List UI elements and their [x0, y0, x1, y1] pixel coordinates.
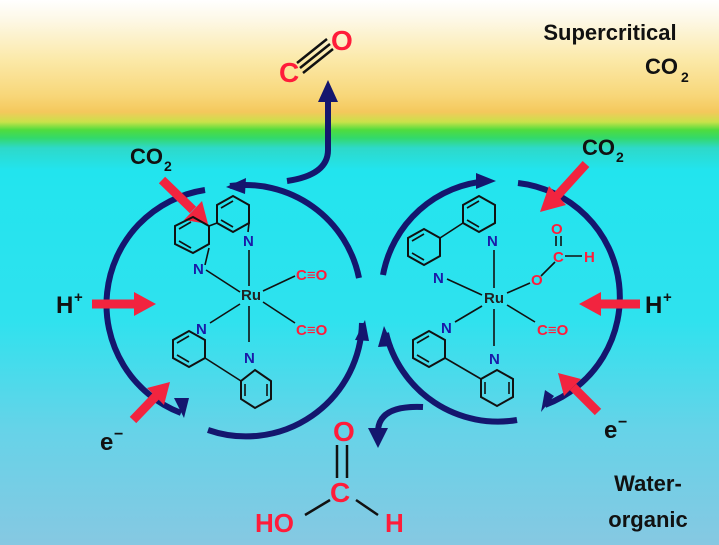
svg-text:C: C: [330, 477, 350, 508]
svg-text:H: H: [385, 508, 404, 538]
phase-label-supercritical: Supercritical: [543, 20, 676, 45]
svg-text:N: N: [244, 350, 255, 367]
svg-text:C≡O: C≡O: [296, 322, 328, 339]
svg-text:O: O: [531, 272, 543, 289]
svg-text:−: −: [114, 426, 123, 443]
svg-text:CO: CO: [130, 144, 163, 169]
formic-release-arrow: [375, 403, 424, 431]
svg-text:N: N: [196, 321, 207, 338]
carbon-monoxide-product: C O: [279, 25, 353, 88]
co2-input-label-left: CO 2: [130, 144, 172, 174]
svg-text:2: 2: [164, 158, 172, 174]
svg-text:CO: CO: [645, 54, 678, 79]
phase-label-organic: organic: [608, 507, 687, 532]
electron-label-right: e −: [604, 414, 627, 444]
svg-text:C: C: [553, 249, 564, 266]
svg-text:N: N: [193, 261, 204, 278]
svg-text:Ru: Ru: [484, 290, 504, 307]
ru-complex-right: N N Ru O C O H C≡O N N: [407, 194, 595, 408]
svg-text:O: O: [551, 221, 563, 238]
svg-text:CO: CO: [582, 135, 615, 160]
svg-text:−: −: [618, 414, 627, 431]
svg-text:+: +: [74, 289, 83, 306]
co2-input-label-right: CO 2: [582, 135, 624, 165]
svg-text:N: N: [433, 270, 444, 287]
formic-acid-product: O C HO H: [255, 416, 404, 538]
svg-text:C: C: [279, 57, 299, 88]
svg-text:O: O: [331, 25, 353, 56]
input-arrows: [92, 160, 640, 424]
h-plus-label-right: H +: [645, 289, 672, 319]
svg-text:N: N: [441, 320, 452, 337]
svg-text:N: N: [487, 233, 498, 250]
svg-text:2: 2: [681, 69, 689, 85]
co-release-arrow: [286, 100, 331, 184]
phase-label-water: Water-: [614, 471, 682, 496]
svg-text:+: +: [663, 289, 672, 306]
left-catalytic-cycle: [103, 178, 369, 440]
svg-text:e: e: [604, 417, 617, 444]
svg-text:H: H: [56, 292, 73, 319]
svg-text:HO: HO: [255, 508, 294, 538]
svg-text:H: H: [584, 249, 595, 266]
electron-label-left: e −: [100, 426, 123, 456]
h-plus-label-left: H +: [56, 289, 83, 319]
phase-label-co2: CO 2: [645, 54, 689, 85]
svg-text:2: 2: [616, 149, 624, 165]
svg-text:H: H: [645, 292, 662, 319]
formic-release-arrowhead: [368, 428, 388, 448]
svg-text:Ru: Ru: [241, 287, 261, 304]
ru-complex-left: N N Ru C≡O C≡O N N: [172, 194, 328, 410]
svg-text:N: N: [243, 233, 254, 250]
svg-text:N: N: [489, 351, 500, 368]
svg-text:C≡O: C≡O: [296, 267, 328, 284]
svg-text:C≡O: C≡O: [537, 322, 569, 339]
svg-text:O: O: [333, 416, 355, 447]
svg-text:e: e: [100, 429, 113, 456]
co-release-arrowhead: [318, 80, 338, 102]
